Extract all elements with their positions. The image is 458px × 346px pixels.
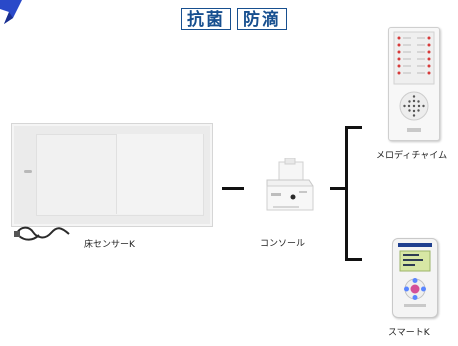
melody-chime-label: メロディチャイム <box>376 151 448 161</box>
brand-logo-fragment <box>0 0 22 24</box>
smart-k-label: スマートK <box>388 328 430 338</box>
floor-sensor-image <box>11 123 213 227</box>
console-image <box>266 158 314 211</box>
console-label: コンソール <box>260 239 306 249</box>
smart-k-image <box>392 238 438 318</box>
sensor-cable-icon <box>14 226 70 241</box>
melody-chime-image <box>388 27 440 141</box>
connector-dash <box>222 187 244 190</box>
drip-proof-badge: 防滴 <box>237 8 287 30</box>
bracket-bottom-arm <box>345 258 362 261</box>
connector-to-bracket <box>330 187 346 190</box>
melody-chime-panel <box>393 31 435 132</box>
smart-k-panel <box>398 243 432 307</box>
feature-badges: 抗菌 防滴 <box>181 8 287 30</box>
floor-sensor-label: 床センサーK <box>84 240 135 250</box>
bracket-top-arm <box>345 126 362 129</box>
antibacterial-badge: 抗菌 <box>181 8 231 30</box>
bracket-vertical <box>345 126 348 261</box>
